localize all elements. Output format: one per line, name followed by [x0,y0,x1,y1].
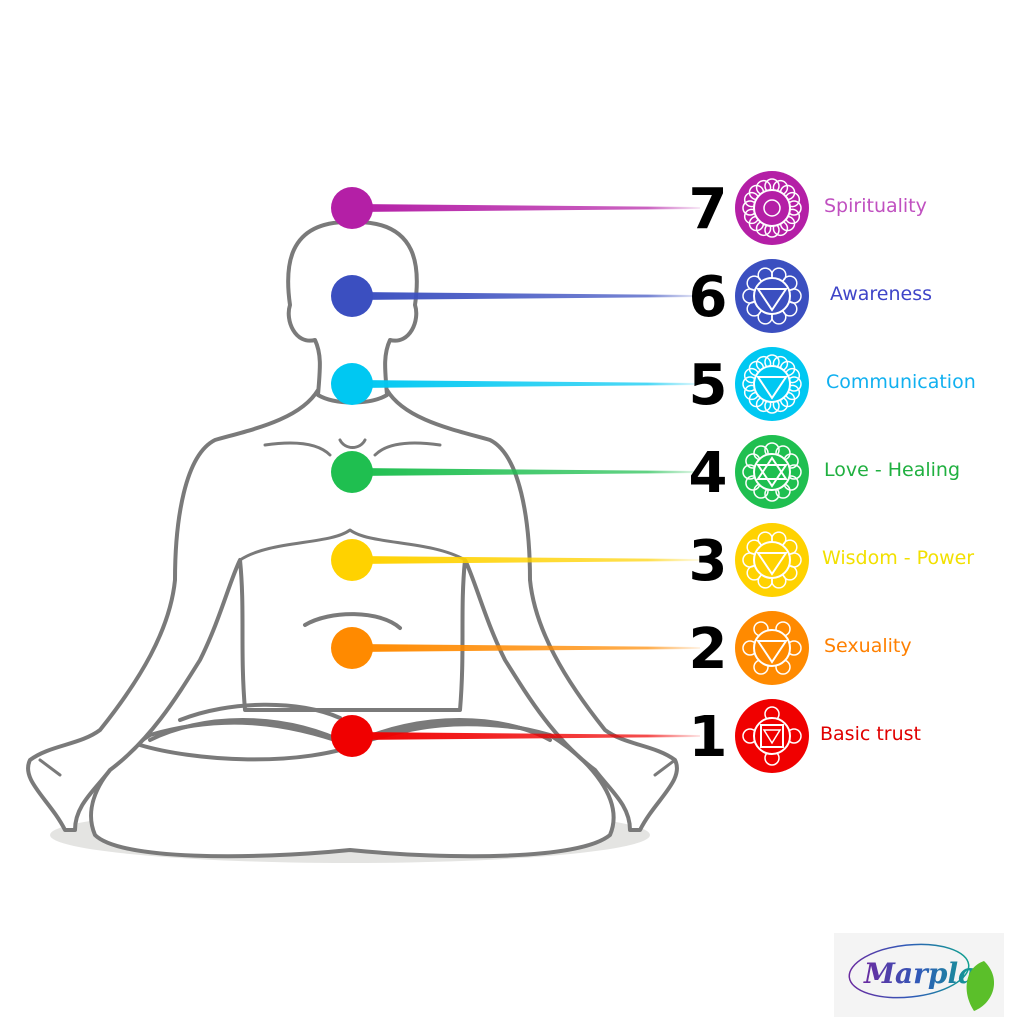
chakra-number: 2 [689,617,728,682]
crescent-lotus-icon [735,611,809,685]
body-outline [26,219,679,859]
chakra-dot [331,363,373,405]
chakra-dot [331,627,373,669]
logo-graphic: Marpla [848,943,995,1011]
chakra-list: 7 Spirituality 6 Awareness 5 Communication 4 Lo… [331,171,976,773]
chakra-dot [331,187,373,229]
chakra-row: 5 Communication [331,347,976,421]
chakra-number: 7 [689,177,728,242]
chakra-number: 3 [689,529,728,594]
leaf-icon [966,961,995,1011]
chakra-number: 5 [689,353,728,418]
square-lotus-icon [735,699,809,773]
connector-line [352,380,700,388]
connector-line [352,644,700,652]
chakra-label: Wisdom - Power [822,547,974,569]
marpla-logo: Marpla [834,933,1004,1017]
connector-line [352,556,700,564]
chakra-dot [331,715,373,757]
hexagram-lotus-icon [735,435,809,509]
throat-lotus-icon [735,347,809,421]
chakra-label: Basic trust [820,723,921,745]
chakra-row: 3 Wisdom - Power [331,523,974,597]
chakra-number: 6 [689,265,728,330]
chakra-label: Spirituality [824,195,927,217]
chakra-label: Love - Healing [824,459,960,481]
chakra-number: 1 [689,705,728,770]
lotus-crown-icon [735,171,809,245]
chakra-label: Communication [826,371,976,393]
chakra-dot [331,539,373,581]
logo-text: Marpla [863,957,976,990]
chakra-row: 1 Basic trust [331,699,921,773]
connector-line [352,732,700,740]
triangle-lotus-icon [735,523,809,597]
chakra-dot [331,451,373,493]
chakra-row: 4 Love - Healing [331,435,960,509]
chakra-label: Sexuality [824,635,912,657]
chakra-row: 2 Sexuality [331,611,912,685]
connector-line [352,292,700,300]
connector-line [352,204,700,212]
chakra-label: Awareness [830,283,932,305]
chakra-row: 7 Spirituality [331,171,927,245]
connector-line [352,468,700,476]
chakra-number: 4 [689,441,728,506]
chakra-row: 6 Awareness [331,259,932,333]
third-eye-icon [735,259,809,333]
chakra-dot [331,275,373,317]
